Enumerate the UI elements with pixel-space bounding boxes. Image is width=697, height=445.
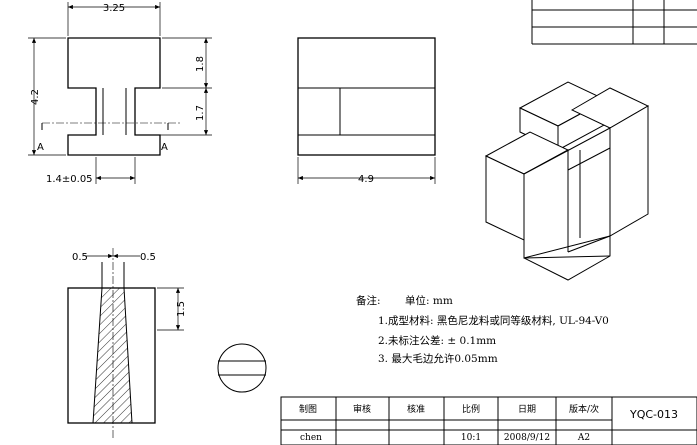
dim-neck-width: 1.4±0.05 xyxy=(46,174,93,185)
dim-height: 4.2 xyxy=(30,89,41,105)
tb-header-review: 审核 xyxy=(353,403,371,415)
dim-top-height: 1.8 xyxy=(195,56,206,72)
note-item-2: 2.未标注公差: ± 0.1mm xyxy=(378,334,496,347)
notes: 备注: 单位: mm 1.成型材料: 黑色尼龙料或同等级材料, UL-94-V0… xyxy=(356,294,609,365)
tb-value-version: A2 xyxy=(577,433,590,443)
section-mark-left: A xyxy=(37,142,44,153)
tb-value-drawn: chen xyxy=(300,433,322,443)
side-view: 4.9 xyxy=(297,37,436,185)
drawing-number: YQC-013 xyxy=(629,408,678,421)
tb-header-scale: 比例 xyxy=(462,403,480,415)
tb-header-version: 版本/次 xyxy=(569,403,599,415)
section-mark-right: A xyxy=(161,142,168,153)
title-block: 制图 审核 核准 比例 日期 版本/次 chen 10:1 2008/9/12 … xyxy=(280,396,697,445)
dim-hole-left: 0.5 xyxy=(72,252,88,263)
projection-symbol xyxy=(217,343,267,393)
dim-hole-right: 0.5 xyxy=(140,252,156,263)
note-item-1: 1.成型材料: 黑色尼龙料或同等级材料, UL-94-V0 xyxy=(378,314,609,327)
tb-header-approve: 核准 xyxy=(407,403,425,415)
tb-value-scale: 10:1 xyxy=(461,433,481,443)
tb-value-date: 2008/9/12 xyxy=(504,433,550,443)
tb-header-date: 日期 xyxy=(518,404,536,415)
note-item-3: 3. 最大毛边允许0.05mm xyxy=(378,352,498,365)
dim-mid-height: 1.7 xyxy=(195,105,206,121)
notes-unit: 单位: mm xyxy=(405,294,453,307)
isometric-view xyxy=(484,81,650,281)
revision-table xyxy=(531,0,697,45)
notes-heading: 备注: xyxy=(356,294,381,307)
dim-width: 3.25 xyxy=(103,3,125,14)
front-view: A A 3.25 4.2 1.8 1.7 1.4±0.05 xyxy=(28,2,212,185)
dim-hole-depth: 1.5 xyxy=(176,301,187,317)
dim-side-width: 4.9 xyxy=(358,174,374,185)
section-view: 0.5 0.5 1.5 xyxy=(67,248,187,440)
tb-header-drawn: 制图 xyxy=(299,403,317,415)
